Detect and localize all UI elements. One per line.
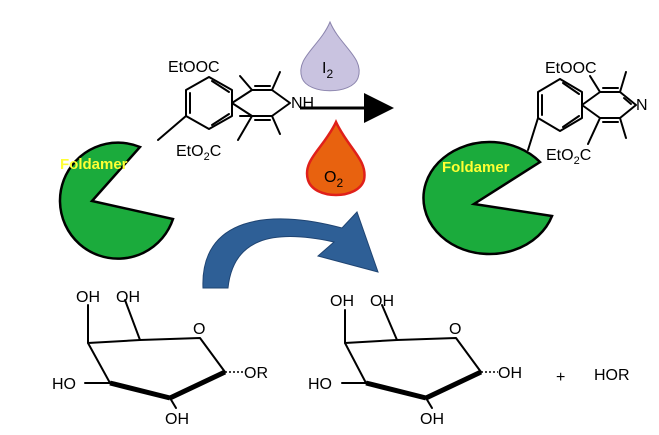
curved-arrow xyxy=(202,211,379,289)
right-sugar-ho: HO xyxy=(308,376,332,393)
left-group-top: EtOOC xyxy=(168,59,220,76)
right-n-label: N xyxy=(636,97,648,114)
left-foldamer-shape xyxy=(58,141,175,260)
left-sugar-ring-o: O xyxy=(193,321,205,338)
right-sugar-oh-top1: OH xyxy=(330,293,354,310)
left-sugar-oh-top1: OH xyxy=(76,289,100,306)
oxygen-drop xyxy=(305,119,366,197)
left-sugar: OH OH O OR HO OH xyxy=(52,289,268,428)
left-sugar-ring xyxy=(87,337,226,399)
right-sugar-ring xyxy=(344,337,482,399)
left-sugar-r: OR xyxy=(244,365,268,382)
left-foldamer-label: Foldamer xyxy=(60,156,128,173)
right-benzene-ring xyxy=(537,78,583,132)
iodine-label: I2 xyxy=(322,60,333,81)
left-linker-bond xyxy=(157,115,187,141)
right-sugar: OH OH O OH HO OH xyxy=(308,293,522,428)
right-sugar-ring-o: O xyxy=(449,321,461,338)
left-group-bottom: EtO2C xyxy=(176,143,221,163)
hor-label: HOR xyxy=(594,367,630,384)
oxygen-label: O2 xyxy=(324,169,343,190)
right-group-top: EtOOC xyxy=(545,60,597,77)
right-sugar-oh-bottom: OH xyxy=(420,411,444,428)
right-linker-bond xyxy=(527,117,539,151)
plus-sign: + xyxy=(556,369,565,386)
right-sugar-oh-anomeric: OH xyxy=(498,365,522,382)
left-sugar-oh-top2: OH xyxy=(116,289,140,306)
right-group-bottom: EtO2C xyxy=(546,147,591,167)
right-sugar-oh-top2: OH xyxy=(370,293,394,310)
left-sugar-ho: HO xyxy=(52,376,76,393)
right-complex: Foldamer EtOOC N EtO2C xyxy=(422,60,648,256)
reagents: I2 O2 xyxy=(300,20,394,197)
right-pyridine-ring xyxy=(581,91,637,119)
right-foldamer-shape xyxy=(422,140,554,256)
left-sugar-oh-bottom: OH xyxy=(165,411,189,428)
left-complex: Foldamer EtOOC NH EtO2C xyxy=(58,59,314,260)
left-dihydropyridine-ring xyxy=(231,89,291,117)
right-foldamer-label: Foldamer xyxy=(442,159,510,176)
iodine-drop xyxy=(300,20,360,92)
left-benzene-ring xyxy=(185,76,233,130)
